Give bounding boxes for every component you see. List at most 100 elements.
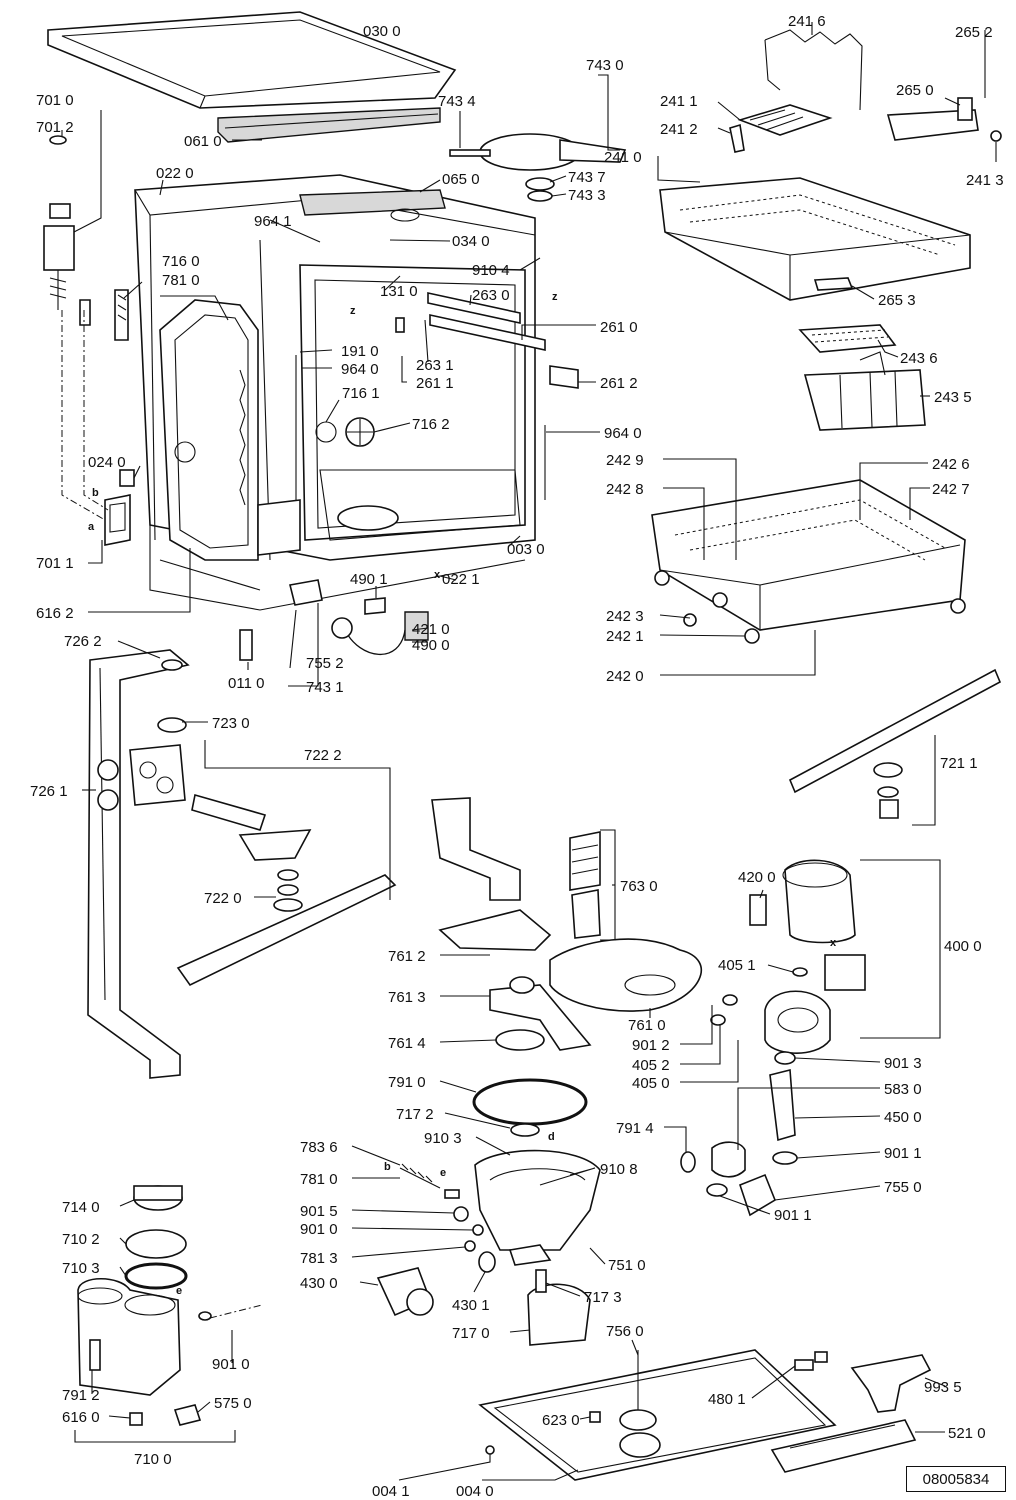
part-label: 755 2 — [306, 655, 344, 672]
part-label: 701 2 — [36, 119, 74, 136]
part-label: 763 0 — [620, 878, 658, 895]
part-label: 710 3 — [62, 1260, 100, 1277]
part-label: 421 0 — [412, 621, 450, 638]
part-label: 131 0 — [380, 283, 418, 300]
part-label: 701 1 — [36, 555, 74, 572]
part-label: 910 8 — [600, 1161, 638, 1178]
reference-letter: a — [88, 521, 95, 533]
reference-letter: b — [384, 1161, 391, 1173]
part-label: 964 0 — [341, 361, 379, 378]
part-label: 993 5 — [924, 1379, 962, 1396]
part-label: 755 0 — [884, 1179, 922, 1196]
part-label: 242 6 — [932, 456, 970, 473]
part-label: 242 8 — [606, 481, 644, 498]
lower-spray-arm-drawing — [129, 717, 397, 987]
reference-letter: d — [548, 1131, 555, 1143]
part-label: 717 0 — [452, 1325, 490, 1342]
mains-cable-drawing — [239, 597, 429, 661]
part-label: 243 5 — [934, 389, 972, 406]
part-label: 743 7 — [568, 169, 606, 186]
part-label: 263 1 — [416, 357, 454, 374]
part-label: 004 1 — [372, 1483, 410, 1500]
base-plate-drawing — [478, 1349, 932, 1481]
part-label: 405 0 — [632, 1075, 670, 1092]
part-label: 261 0 — [600, 319, 638, 336]
upper-basket-drawing — [659, 29, 1002, 301]
part-label: 751 0 — [608, 1257, 646, 1274]
part-label: 623 0 — [542, 1412, 580, 1429]
part-label: 781 0 — [300, 1171, 338, 1188]
lower-basket-drawing — [651, 479, 966, 644]
part-label: 583 0 — [884, 1081, 922, 1098]
cutlery-basket-drawing — [798, 324, 926, 431]
part-label: 261 2 — [600, 375, 638, 392]
part-label: 722 0 — [204, 890, 242, 907]
part-label: 761 0 — [628, 1017, 666, 1034]
part-label: 901 1 — [884, 1145, 922, 1162]
part-label: 405 1 — [718, 957, 756, 974]
part-label: 616 0 — [62, 1409, 100, 1426]
part-label: 722 2 — [304, 747, 342, 764]
part-label: 761 4 — [388, 1035, 426, 1052]
part-label: 191 0 — [341, 343, 379, 360]
part-label: 901 5 — [300, 1203, 338, 1220]
part-label: 901 0 — [212, 1356, 250, 1373]
part-label: 242 0 — [606, 668, 644, 685]
reference-letter: x — [434, 569, 441, 581]
part-label: 030 0 — [363, 23, 401, 40]
part-label: 004 0 — [456, 1483, 494, 1500]
part-label: 901 0 — [300, 1221, 338, 1238]
part-label: 241 1 — [660, 93, 698, 110]
part-label: 901 2 — [632, 1037, 670, 1054]
part-label: 761 3 — [388, 989, 426, 1006]
part-label: 701 0 — [36, 92, 74, 109]
part-label: 400 0 — [944, 938, 982, 955]
part-label: 265 2 — [955, 24, 993, 41]
part-label: 910 4 — [472, 262, 510, 279]
part-label: 024 0 — [88, 454, 126, 471]
part-label: 242 1 — [606, 628, 644, 645]
left-side-components-drawing — [43, 135, 135, 546]
part-label: 265 3 — [878, 292, 916, 309]
reference-letter: e — [176, 1285, 182, 1297]
part-label: 783 6 — [300, 1139, 338, 1156]
part-label: 716 2 — [412, 416, 450, 433]
part-label: 791 4 — [616, 1120, 654, 1137]
part-label: 242 3 — [606, 608, 644, 625]
part-label: 011 0 — [228, 675, 264, 692]
part-label: 242 7 — [932, 481, 970, 498]
part-label: 022 1 — [442, 571, 480, 588]
water-softener-drawing — [77, 1185, 263, 1426]
part-label: 714 0 — [62, 1199, 100, 1216]
part-label: 726 1 — [30, 783, 68, 800]
part-label: 265 0 — [896, 82, 934, 99]
part-label: 791 0 — [388, 1074, 426, 1091]
pump-motor-drawing — [680, 859, 866, 1217]
reference-letter: z — [350, 305, 356, 317]
part-label: 761 2 — [388, 948, 426, 965]
part-label: 791 2 — [62, 1387, 100, 1404]
part-label: 710 2 — [62, 1231, 100, 1248]
part-label: 717 2 — [396, 1106, 434, 1123]
part-label: 242 9 — [606, 452, 644, 469]
part-label: 022 0 — [156, 165, 194, 182]
part-label: 616 2 — [36, 605, 74, 622]
water-tube-drawing — [87, 649, 190, 1079]
part-number-labels: 030 0 061 0 701 0 701 2 022 0 743 4 743 … — [30, 13, 1004, 1500]
part-label: 261 1 — [416, 375, 454, 392]
part-label: 716 0 — [162, 253, 200, 270]
part-label: 263 0 — [472, 287, 510, 304]
part-label: 743 1 — [306, 679, 344, 696]
sump-assembly-drawing — [431, 797, 702, 1266]
part-label: 721 1 — [940, 755, 978, 772]
part-label: 717 3 — [584, 1289, 622, 1306]
leader-lines — [61, 22, 997, 1481]
part-label: 405 2 — [632, 1057, 670, 1074]
part-label: 241 3 — [966, 172, 1004, 189]
reference-letter: z — [552, 291, 558, 303]
tub-frame-drawing — [134, 174, 579, 611]
part-label: 034 0 — [452, 233, 490, 250]
reference-letter: x — [830, 937, 837, 949]
part-label: 490 0 — [412, 637, 450, 654]
